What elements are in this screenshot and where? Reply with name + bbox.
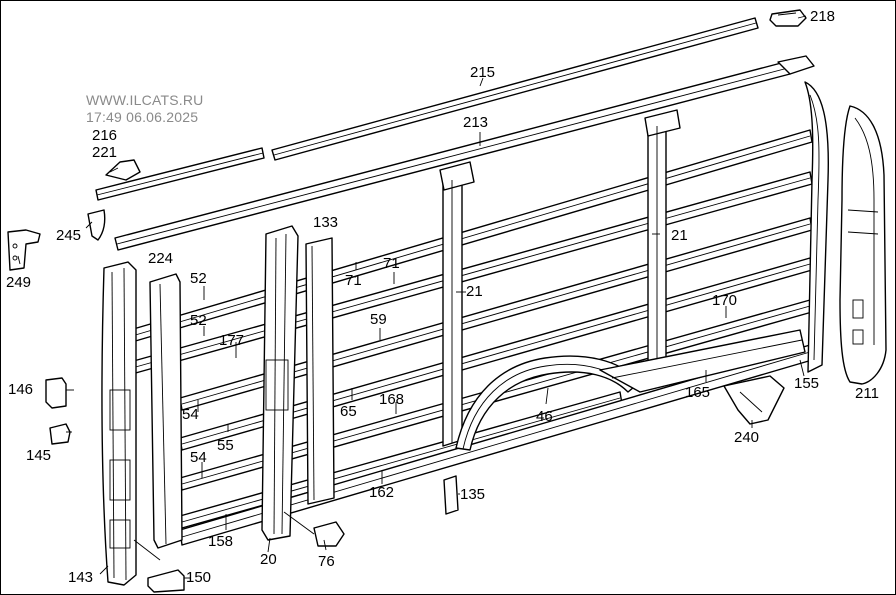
gusset-240 [723,375,785,425]
label-46: 46 [536,408,553,425]
label-224: 224 [148,250,173,267]
label-21-left: 21 [466,283,483,300]
label-135: 135 [460,486,485,503]
label-59: 59 [370,311,387,328]
roof-rail-215 [95,17,759,201]
vertical-post-21 [439,109,681,447]
watermark-site: WWW.ILCATS.RU [86,92,204,108]
label-216: 216 [92,127,117,144]
label-55: 55 [217,437,234,454]
bracket-249 [7,229,41,271]
center-pillar-20 [261,225,299,541]
corner-panel-211 [839,105,887,385]
label-221: 221 [92,144,117,161]
part-number-labels: 218 215 213 216 221 245 249 224 133 52 5… [6,8,879,586]
label-20: 20 [260,551,277,568]
label-145: 145 [26,447,51,464]
label-146: 146 [8,381,33,398]
reinforcement-135 [443,475,459,515]
label-168: 168 [379,391,404,408]
label-71-left: 71 [345,272,362,289]
roof-rail-213 [114,55,815,251]
label-162: 162 [369,484,394,501]
label-165: 165 [685,384,710,401]
label-54-lower: 54 [190,449,207,466]
bracket-150 [147,569,185,593]
bracket-145 [49,423,71,445]
label-249: 249 [6,274,31,291]
bracket-216-221 [105,159,141,181]
wheel-arch-46 [455,329,806,451]
label-76: 76 [318,553,335,570]
label-52-lower: 52 [190,312,207,329]
label-245: 245 [56,227,81,244]
bracket-245 [87,209,106,241]
panel-strip-133 [305,237,335,505]
bracket-76 [313,521,345,547]
label-21-right: 21 [671,227,688,244]
label-215: 215 [470,64,495,81]
rear-pillar-155 [804,81,829,373]
label-65: 65 [340,403,357,420]
leader-lines [17,15,807,579]
label-213: 213 [463,114,488,131]
label-71-right: 71 [383,255,400,272]
label-150: 150 [186,569,211,586]
label-54-upper: 54 [182,406,199,423]
label-211: 211 [855,385,879,402]
label-158: 158 [208,533,233,550]
bracket-146 [45,377,67,409]
pillar-224 [149,273,183,549]
label-155: 155 [794,375,819,392]
label-52-upper: 52 [190,270,207,287]
label-170: 170 [712,292,737,309]
label-218: 218 [810,8,835,25]
watermark-timestamp: 17:49 06.06.2025 [86,109,199,125]
label-133: 133 [313,214,338,231]
front-pillar-143 [101,261,137,586]
label-177: 177 [219,332,244,349]
label-143: 143 [68,569,93,586]
roof-cap-218 [769,9,807,27]
label-240: 240 [734,429,759,446]
